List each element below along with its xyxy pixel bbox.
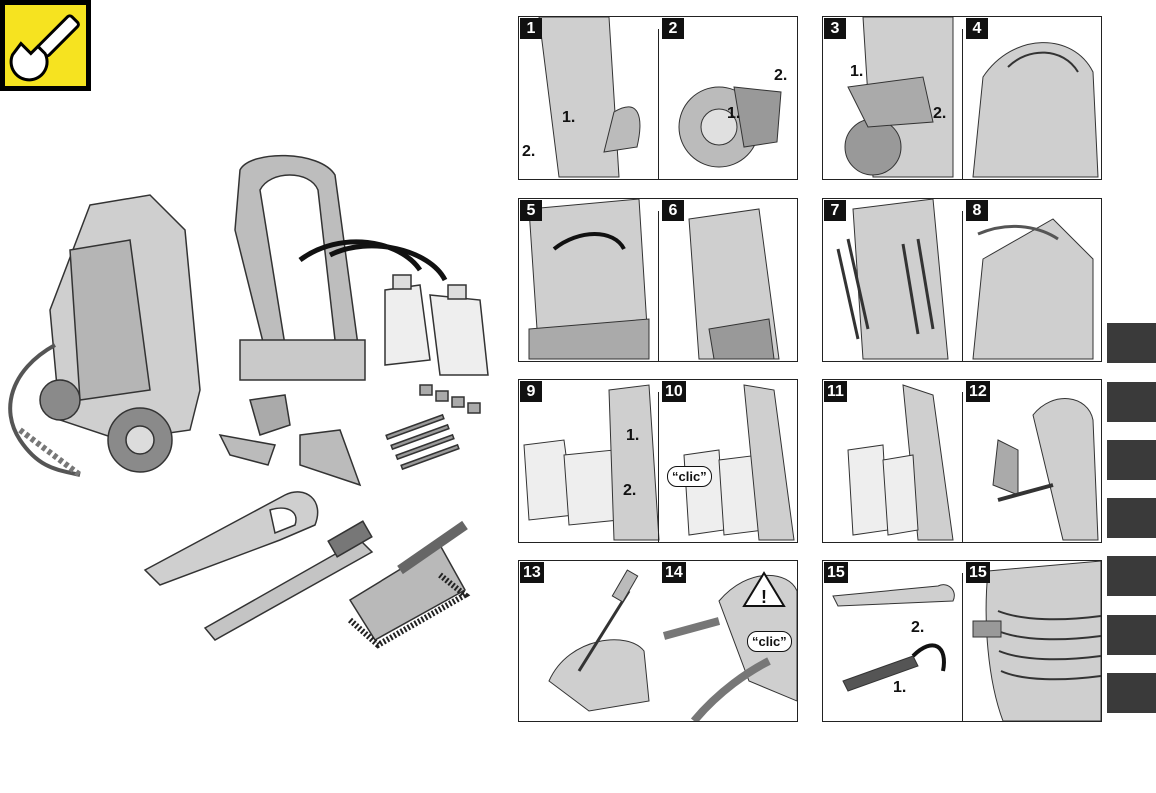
panel-steps-1-2: 1 2 1. 2. 2. 1.	[518, 16, 798, 180]
clic-callout: “clic”	[667, 466, 712, 487]
callout: 2.	[933, 105, 947, 122]
callout: 1.	[626, 427, 640, 444]
step-number: 2	[662, 18, 684, 39]
step-number: 10	[662, 381, 686, 402]
panel-steps-13-14: ! 13 14 “clic”	[518, 560, 798, 722]
panel-steps-9-10: 9 10 1. 2. “clic”	[518, 379, 798, 543]
callout: 1.	[727, 105, 741, 122]
detergent-bottle-2	[429, 294, 489, 376]
section-tab-1[interactable]	[1107, 323, 1156, 363]
callout: 2.	[522, 143, 536, 160]
callout: 2.	[623, 482, 637, 499]
hose-holder	[249, 394, 291, 436]
step-number: 7	[824, 200, 846, 221]
step-number: 3	[824, 18, 846, 39]
clic-callout: “clic”	[747, 631, 792, 652]
hose	[8, 343, 81, 477]
machine-wheel-back	[39, 379, 81, 421]
spray-lance	[203, 539, 374, 641]
parts-overview-illustration	[8, 154, 489, 649]
step-number: 11	[824, 381, 847, 402]
callout: 1.	[562, 109, 576, 126]
callout: 2.	[911, 619, 925, 636]
section-badge	[0, 0, 91, 91]
panel-steps-7-8: 7 8	[822, 198, 1102, 362]
callout: 1.	[850, 63, 864, 80]
panel-steps-15: 15 15 2. 1.	[822, 560, 1102, 722]
section-tab-5[interactable]	[1107, 556, 1156, 596]
step-number: 15	[824, 562, 848, 583]
section-tab-3[interactable]	[1107, 440, 1156, 480]
cable-hook	[218, 433, 276, 466]
callout: 1.	[893, 679, 907, 696]
step-number: 4	[966, 18, 988, 39]
screws	[385, 413, 460, 471]
panel-steps-11-12: 11 12	[822, 379, 1102, 543]
step-number: 5	[520, 200, 542, 221]
section-tab-4[interactable]	[1107, 498, 1156, 538]
step-number: 13	[520, 562, 544, 583]
section-tab-2[interactable]	[1107, 382, 1156, 422]
step-number: 9	[520, 381, 542, 402]
step-number: 8	[966, 200, 988, 221]
step-number: 6	[662, 200, 684, 221]
panel-steps-5-6: 5 6	[518, 198, 798, 362]
svg-text:!: !	[761, 587, 767, 607]
gun-holder	[299, 429, 362, 487]
trigger-gun	[143, 491, 319, 586]
step-number: 15	[966, 562, 990, 583]
step-number: 1	[520, 18, 542, 39]
detergent-bottle-1	[384, 284, 431, 366]
step-number: 14	[662, 562, 686, 583]
step-number: 12	[966, 381, 990, 402]
panel-steps-3-4: 3 4 1. 2.	[822, 16, 1102, 180]
nuts	[419, 384, 481, 414]
section-tab-7[interactable]	[1107, 673, 1156, 713]
callout: 2.	[774, 67, 788, 84]
section-tab-6[interactable]	[1107, 615, 1156, 655]
wrench-icon	[9, 14, 80, 82]
